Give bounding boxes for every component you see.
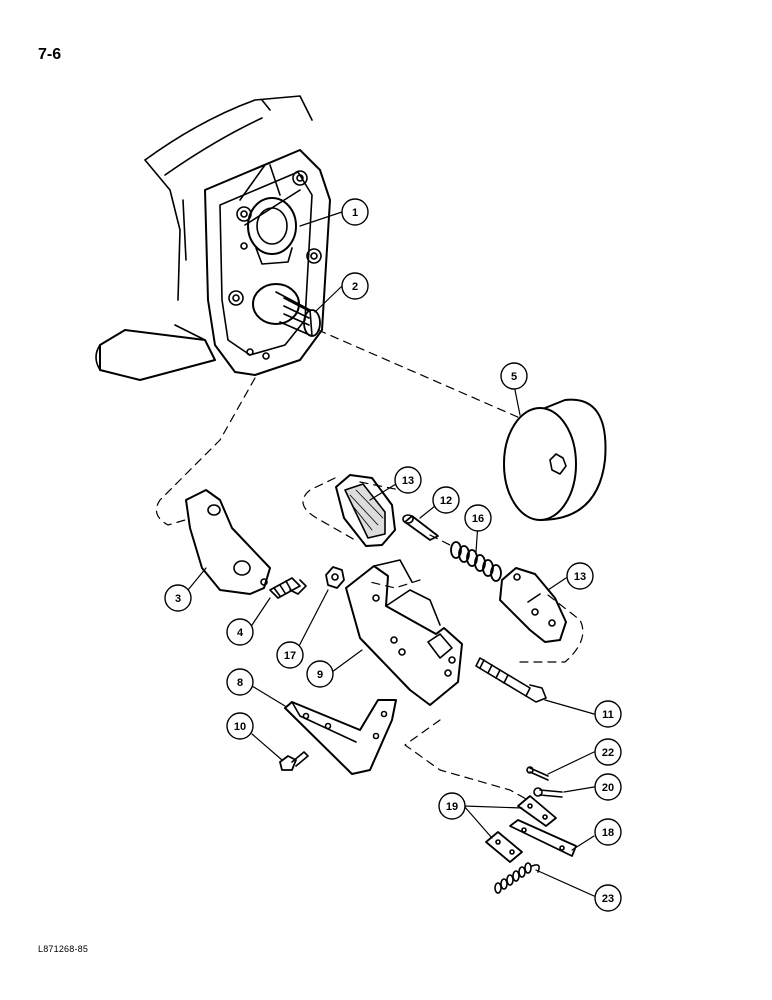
callout-16: 16 [464, 504, 492, 532]
svg-text:16: 16 [472, 513, 484, 525]
svg-text:20: 20 [602, 782, 614, 794]
pin [402, 514, 439, 541]
callout-18: 18 [594, 818, 622, 846]
callout-3: 3 [164, 584, 192, 612]
svg-text:13: 13 [402, 475, 414, 487]
spring [450, 541, 502, 582]
svg-text:13: 13 [574, 571, 586, 583]
callout-9: 9 [306, 660, 334, 688]
gearbox-housing [95, 95, 331, 381]
assembly-lines [155, 329, 584, 801]
callout-11: 11 [594, 700, 622, 728]
svg-text:17: 17 [284, 650, 296, 662]
callout-4: 4 [226, 618, 254, 646]
support-bracket [345, 559, 463, 706]
bolt-4 [269, 577, 307, 599]
svg-text:9: 9 [317, 669, 323, 681]
svg-text:1: 1 [352, 207, 358, 219]
long-bolt [475, 657, 547, 703]
callout-10: 10 [226, 712, 254, 740]
callout-13-right: 13 [566, 562, 594, 590]
svg-text:2: 2 [352, 281, 358, 293]
bolt-10 [279, 751, 309, 771]
figure-code: L871268-85 [38, 944, 89, 954]
svg-text:8: 8 [237, 677, 243, 689]
svg-text:11: 11 [602, 709, 614, 721]
svg-text:18: 18 [602, 827, 614, 839]
callout-13-left: 13 [394, 466, 422, 494]
callout-5: 5 [500, 362, 528, 390]
svg-text:10: 10 [234, 721, 246, 733]
plate-19-lower [485, 831, 523, 863]
svg-text:5: 5 [511, 371, 517, 383]
callout-8: 8 [226, 668, 254, 696]
mounting-bracket [284, 699, 397, 775]
callout-20: 20 [594, 773, 622, 801]
pin-22 [526, 766, 549, 781]
callout-19: 19 [438, 792, 466, 820]
brake-disc [503, 398, 607, 521]
callout-12: 12 [432, 486, 460, 514]
svg-text:22: 22 [602, 747, 614, 759]
svg-text:23: 23 [602, 893, 614, 905]
svg-text:4: 4 [237, 627, 244, 639]
callout-23: 23 [594, 884, 622, 912]
svg-text:3: 3 [175, 593, 181, 605]
brake-pad-right [499, 567, 567, 643]
callout-1: 1 [341, 198, 369, 226]
link-plate [509, 819, 577, 857]
svg-text:19: 19 [446, 801, 458, 813]
bracket [185, 489, 271, 595]
callouts: 1 2 3 4 5 8 9 10 11 12 13 13 16 17 18 19… [164, 198, 622, 912]
svg-text:12: 12 [440, 495, 452, 507]
extension-spring [494, 862, 540, 894]
pin-20 [533, 787, 563, 798]
callout-2: 2 [341, 272, 369, 300]
plate-19-upper [517, 795, 557, 827]
callout-17: 17 [276, 641, 304, 669]
leader-lines [187, 211, 595, 897]
nut [325, 566, 345, 589]
brake-pad-left [335, 474, 396, 547]
callout-22: 22 [594, 738, 622, 766]
page-number: 7-6 [38, 46, 62, 63]
